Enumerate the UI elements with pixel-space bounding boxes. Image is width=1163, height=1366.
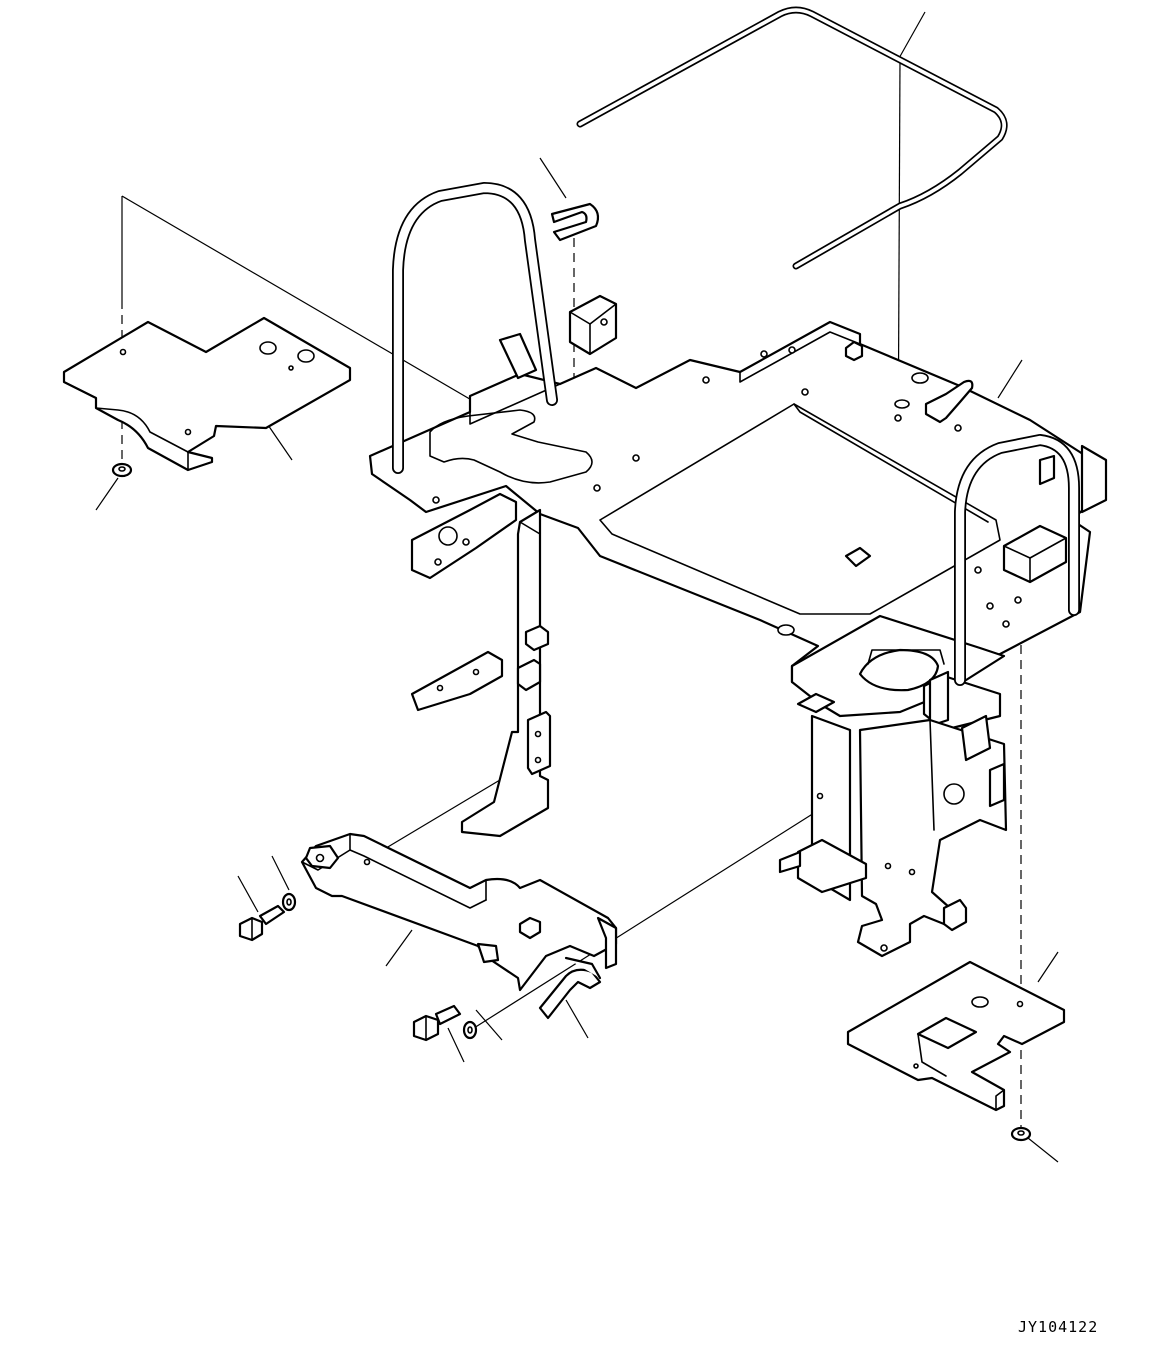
left-plate-washer bbox=[111, 462, 133, 478]
curved-hose bbox=[538, 956, 602, 1020]
top-bent-wire bbox=[576, 6, 1008, 270]
bolt-lower bbox=[412, 1004, 462, 1042]
u-clip bbox=[550, 202, 600, 242]
right-floor-plate bbox=[846, 960, 1066, 1112]
leader-washer-lower bbox=[475, 1009, 503, 1041]
leader-right-washer bbox=[1027, 1137, 1059, 1163]
bolt-upper bbox=[238, 904, 286, 942]
leader-bolt-upper bbox=[237, 875, 259, 913]
left-floor-plate bbox=[62, 316, 352, 472]
washer-lower bbox=[462, 1020, 478, 1040]
leader-left-washer bbox=[95, 477, 119, 511]
main-frame bbox=[368, 320, 1108, 732]
leader-washer-upper bbox=[271, 855, 290, 891]
washer-upper bbox=[281, 892, 297, 912]
drawing-code-label: JY104122 bbox=[1018, 1318, 1099, 1336]
leader-main-frame bbox=[997, 359, 1023, 399]
leader-bracket bbox=[385, 929, 413, 967]
leader-clip bbox=[539, 157, 567, 199]
right-plate-washer bbox=[1010, 1126, 1032, 1142]
leader-top-wire bbox=[897, 11, 926, 61]
left-vertical-strut bbox=[410, 492, 552, 838]
leader-right-plate bbox=[1037, 951, 1059, 983]
right-leg-frame bbox=[778, 714, 1008, 958]
leader-left-plate bbox=[267, 424, 293, 461]
lower-bracket bbox=[300, 832, 618, 992]
right-hand-rail bbox=[928, 434, 1080, 728]
leader-bolt-lower bbox=[447, 1027, 465, 1063]
leader-hose bbox=[565, 999, 589, 1039]
left-hand-rail bbox=[392, 182, 618, 474]
